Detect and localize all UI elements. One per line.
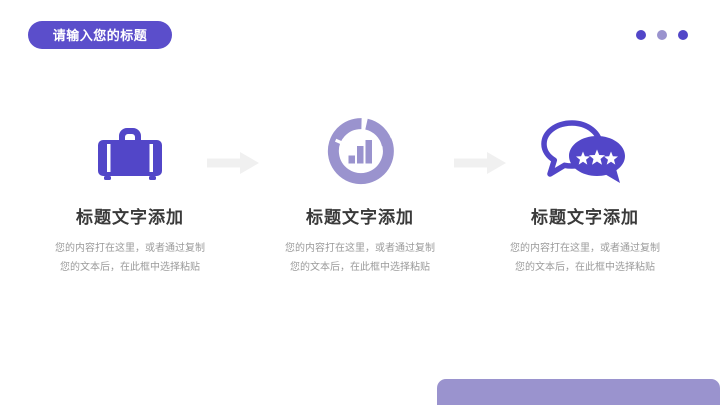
column-2-body-text: 您的内容打在这里，或者通过复制您的文本后，在此框中选择粘贴 <box>285 243 435 273</box>
content-columns: 标题文字添加 您的内容打在这里，或者通过复制您的文本后，在此框中选择粘贴 <box>0 112 720 312</box>
corner-dot-1-icon <box>636 30 646 40</box>
arrow-connector-2 <box>454 152 506 174</box>
slide-title-pill[interactable]: 请输入您的标题 <box>28 21 172 49</box>
bottom-decorative-bar <box>437 379 720 405</box>
column-1-icon-box <box>30 112 230 190</box>
content-column-1: 标题文字添加 您的内容打在这里，或者通过复制您的文本后，在此框中选择粘贴 <box>30 112 230 277</box>
column-2-icon-box <box>260 112 460 190</box>
column-1-heading: 标题文字添加 <box>76 208 184 227</box>
column-3-body-text: 您的内容打在这里，或者通过复制您的文本后，在此框中选择粘贴 <box>510 243 660 273</box>
content-column-3: 标题文字添加 您的内容打在这里，或者通过复制您的文本后，在此框中选择粘贴 <box>485 112 685 277</box>
arrow-right-icon-2 <box>454 152 506 174</box>
corner-dot-3-icon <box>678 30 688 40</box>
arrow-right-icon-1 <box>207 152 259 174</box>
donut-chart-icon <box>327 118 394 185</box>
arrow-connector-1 <box>207 152 259 174</box>
column-3-heading: 标题文字添加 <box>531 208 639 227</box>
column-1-body-text: 您的内容打在这里，或者通过复制您的文本后，在此框中选择粘贴 <box>55 243 205 273</box>
column-2-heading: 标题文字添加 <box>306 208 414 227</box>
corner-dots-group <box>636 29 696 41</box>
corner-dot-2-icon <box>657 30 667 40</box>
slide-title-text: 请输入您的标题 <box>52 27 148 43</box>
briefcase-icon <box>98 128 162 180</box>
content-column-2: 标题文字添加 您的内容打在这里，或者通过复制您的文本后，在此框中选择粘贴 <box>260 112 460 277</box>
column-3-icon-box <box>485 112 685 190</box>
speech-bubbles-stars-icon <box>541 120 625 183</box>
